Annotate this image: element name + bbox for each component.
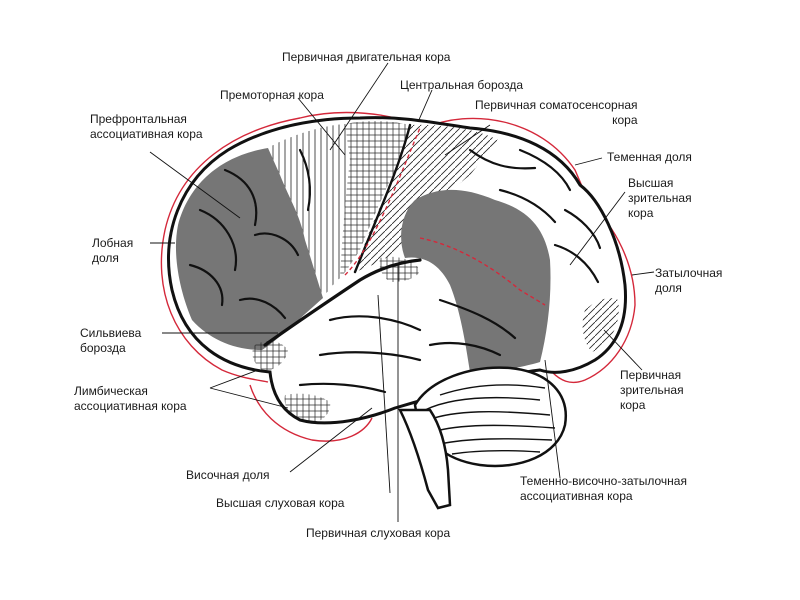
label-higher-visual-cortex: Высшая зрительная кора [628, 176, 692, 220]
sulci-lines [188, 148, 602, 394]
label-occipital-lobe: Затылочная доля [655, 266, 723, 295]
label-primary-visual-cortex: Первичная зрительная кора [620, 368, 684, 412]
label-primary-somatosensory-cortex: Первичная соматосенсорная кора [475, 98, 638, 127]
occipital-lobe-boundary [551, 204, 636, 384]
label-limbic-association-cortex: Лимбическая ассоциативная кора [74, 384, 187, 413]
label-frontal-lobe: Лобная доля [92, 236, 134, 265]
temporal-lobe-boundary [249, 384, 373, 442]
label-primary-motor-cortex: Первичная двигательная кора [282, 50, 451, 64]
sylvian-fissure [263, 258, 422, 347]
label-higher-auditory-cortex: Высшая слуховая кора [216, 496, 345, 510]
label-parietal-lobe: Теменная доля [607, 150, 692, 164]
leader-lines [149, 62, 655, 522]
premotor-region [268, 124, 350, 298]
parietal-lobe-boundary [424, 117, 591, 206]
brain-stem [397, 408, 452, 510]
cerebellum [413, 366, 567, 468]
primary-visual-region [582, 298, 619, 352]
label-tpo-association-cortex: Теменно-височно-затылочная ассоциативная… [520, 474, 687, 503]
brain-outline [167, 116, 628, 425]
label-central-sulcus: Центральная борозда [400, 78, 524, 92]
label-primary-auditory-cortex: Первичная слуховая кора [306, 526, 451, 540]
frontal-lobe-boundary [160, 111, 426, 383]
label-sylvian-fissure: Сильвиева борозда [80, 326, 142, 355]
tpo-association-region [401, 189, 551, 372]
primary-auditory-region [379, 256, 420, 282]
primary-motor-region [340, 121, 410, 278]
limbic-association-region [252, 340, 288, 371]
dashed-boundary [344, 127, 546, 306]
label-premotor-cortex: Премоторная кора [220, 88, 324, 102]
label-prefrontal-association-cortex: Префронтальная ассоциативная кора [90, 112, 203, 141]
label-temporal-lobe: Височная доля [186, 468, 270, 482]
